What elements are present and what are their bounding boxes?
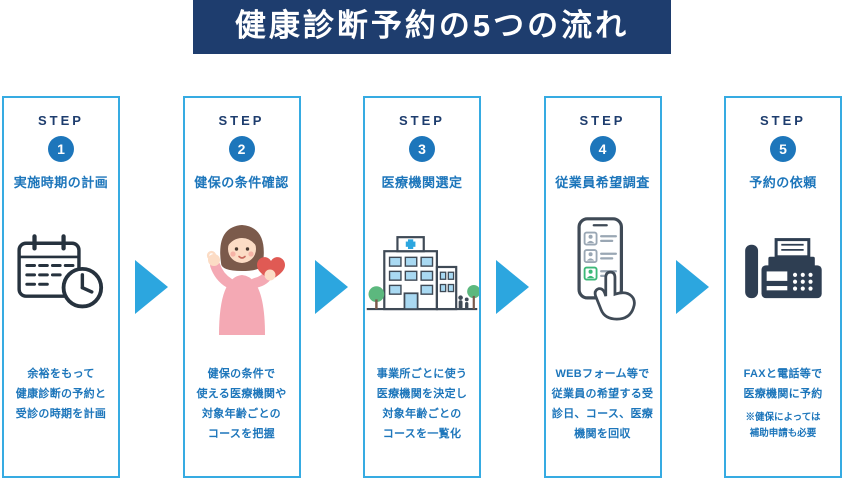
woman-ok-sign-icon — [185, 191, 299, 357]
step-number-badge: 5 — [770, 136, 796, 163]
flow-arrow-4 — [662, 260, 725, 315]
arrow-right-icon — [134, 260, 168, 315]
header-banner: 健康診断予約の5つの流れ — [192, 0, 672, 55]
step-label: STEP — [579, 113, 626, 129]
step-label: STEP — [218, 113, 265, 129]
flow-row: STEP 1 実施時期の計画 — [0, 96, 864, 479]
calendar-clock-icon — [4, 191, 118, 357]
step-title: 実施時期の計画 — [13, 175, 109, 191]
step-label: STEP — [399, 113, 445, 129]
flow-arrow-3 — [481, 260, 544, 315]
fax-phone-icon — [726, 191, 840, 357]
step-card-1: STEP 1 実施時期の計画 — [2, 96, 120, 479]
step-card-3: STEP 3 医療機関選定 — [363, 96, 481, 479]
step-number-badge: 1 — [48, 136, 74, 163]
step-card-5: STEP 5 予約の依頼 — [724, 96, 842, 479]
flow-arrow-1 — [120, 260, 183, 315]
step-title: 従業員希望調査 — [555, 175, 650, 191]
step-card-4: STEP 4 従業員希望調査 — [543, 96, 662, 479]
smartphone-survey-icon — [546, 191, 660, 357]
step-description: 余裕をもって 健康診断の予約と 受診の時期を計画 — [15, 368, 107, 420]
step-number-badge: 2 — [228, 136, 255, 163]
header-row: 健康診断予約の5つの流れ — [0, 0, 864, 55]
step-title: 医療機関選定 — [381, 175, 463, 191]
step-description: WEBフォーム等で 従業員の希望する受 診日、コース、医療 機関を回収 — [551, 368, 654, 440]
step-card-2: STEP 2 健保の条件確認 — [182, 96, 301, 479]
step-note: ※健保によっては 補助申請も必要 — [745, 411, 821, 439]
page-title: 健康診断予約の5つの流れ — [234, 8, 630, 43]
step-description: 健保の条件で 使える医療機関や 対象年齢ごとの コースを把握 — [196, 368, 287, 440]
step-title: 健保の条件確認 — [194, 175, 289, 191]
step-label: STEP — [38, 113, 84, 129]
step-description: FAXと電話等で 医療機関に予約 — [743, 368, 823, 400]
step-title: 予約の依頼 — [749, 175, 817, 191]
step-description: 事業所ごとに使う 医療機関を決定し 対象年齢ごとの コースを一覧化 — [376, 368, 468, 440]
step-label: STEP — [760, 113, 806, 129]
flow-arrow-2 — [301, 260, 364, 315]
step-number-badge: 4 — [589, 136, 616, 163]
arrow-right-icon — [676, 260, 710, 315]
arrow-right-icon — [315, 260, 349, 315]
step-number-badge: 3 — [409, 136, 435, 163]
hospital-building-icon — [365, 191, 479, 357]
arrow-right-icon — [495, 260, 529, 315]
